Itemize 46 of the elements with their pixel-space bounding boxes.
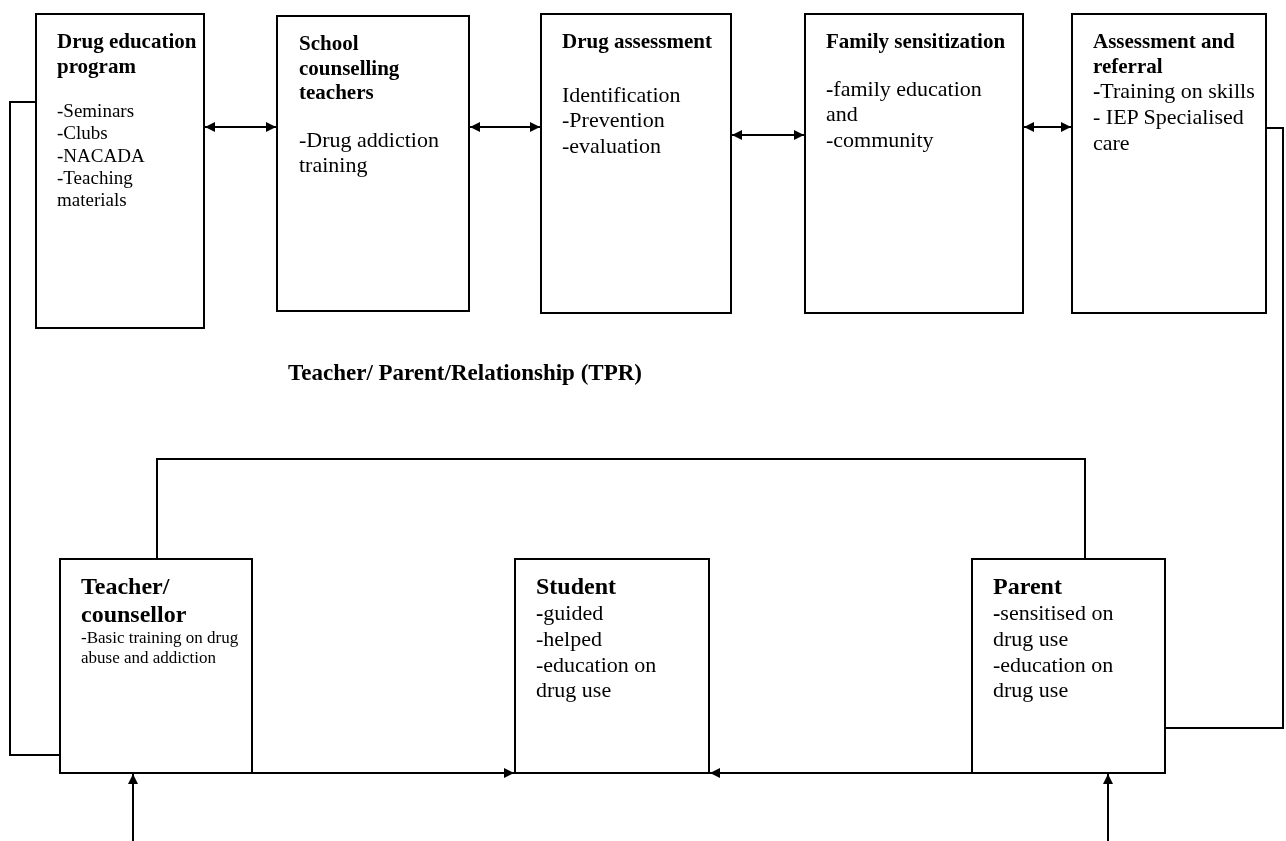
program-box xyxy=(35,13,205,329)
box-heading: Drug education program xyxy=(57,29,197,79)
box-heading: Assessment and referral xyxy=(1093,29,1236,79)
box-item: -Basic training on drug abuse and addiction xyxy=(81,628,240,668)
role-box xyxy=(59,558,253,774)
arrow xyxy=(1023,122,1072,132)
box-item: -Training on skills xyxy=(1093,78,1256,104)
box-item: -Clubs xyxy=(57,122,109,145)
connector-line xyxy=(9,101,60,756)
box-item: -Drug addiction training xyxy=(299,126,440,179)
arrow xyxy=(469,122,541,132)
box-heading: School counselling teachers xyxy=(299,31,401,105)
box-heading: Teacher/ counsellor xyxy=(81,572,188,629)
process-box xyxy=(804,13,1024,314)
arrow xyxy=(709,768,972,778)
box-item: -education on drug use xyxy=(993,651,1115,703)
arrow xyxy=(731,130,805,140)
arrow xyxy=(128,773,138,841)
box-item: -education on drug use xyxy=(536,651,658,703)
box-item: -Prevention xyxy=(562,107,666,134)
box-item: -Seminars xyxy=(57,100,136,123)
box-item: -sensitised on drug use xyxy=(993,600,1115,652)
box-item: -family education and xyxy=(826,75,983,128)
box-item: - IEP Specialised care xyxy=(1093,103,1245,156)
arrow xyxy=(204,122,277,132)
arrow xyxy=(1103,773,1113,841)
box-heading: Family sensitization xyxy=(826,29,1007,54)
role-box xyxy=(971,558,1166,774)
box-item: -evaluation xyxy=(562,133,662,159)
box-heading: Student xyxy=(536,572,618,601)
box-item: -community xyxy=(826,127,935,153)
box-item: -Teaching materials xyxy=(57,166,134,212)
diagram-title: Teacher/ Parent/Relationship (TPR) xyxy=(287,360,643,386)
arrow xyxy=(252,768,515,778)
box-item: -NACADA xyxy=(57,144,146,167)
box-heading: Parent xyxy=(993,572,1063,601)
process-box xyxy=(1071,13,1267,314)
box-item: Identification xyxy=(562,81,682,108)
connector-line xyxy=(1165,127,1284,729)
connector-line xyxy=(156,458,1086,559)
box-item: -helped xyxy=(536,625,603,652)
process-box xyxy=(540,13,732,314)
box-heading: Drug assessment xyxy=(562,29,713,54)
process-box xyxy=(276,15,470,312)
role-box xyxy=(514,558,710,774)
box-item: -guided xyxy=(536,600,605,626)
